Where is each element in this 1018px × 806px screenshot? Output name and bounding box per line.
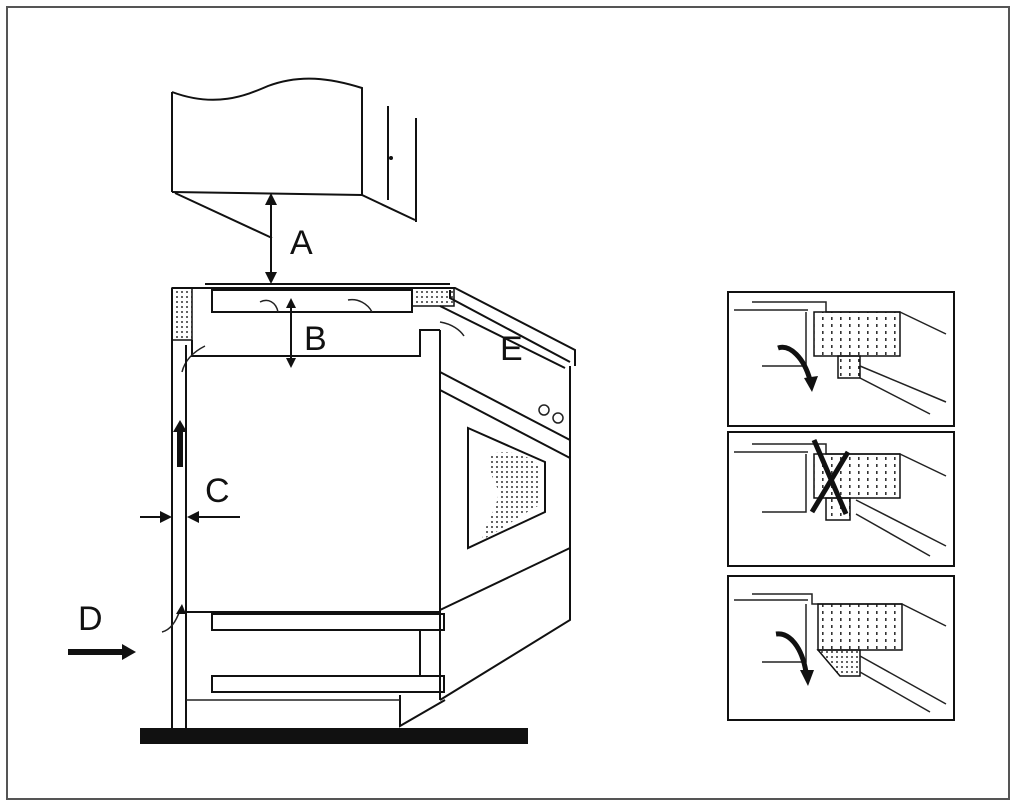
clearance-a-arrow	[265, 193, 277, 284]
label-b: B	[304, 320, 327, 358]
vent-blocked-icon	[727, 431, 955, 567]
cabinet-wall	[171, 288, 440, 728]
label-c: C	[205, 472, 230, 510]
vent-correct-icon	[727, 291, 955, 427]
airflow-d-arrow	[68, 604, 186, 660]
clearance-b-arrow	[286, 298, 296, 368]
clearance-c-arrow	[140, 511, 240, 523]
label-a: A	[290, 224, 313, 262]
plinth	[186, 613, 445, 701]
vent-correct-alt-icon	[727, 575, 955, 721]
label-d: D	[78, 600, 103, 638]
range-hood	[171, 77, 417, 239]
floor	[140, 728, 528, 744]
hob-recess	[181, 289, 465, 373]
cooker	[399, 330, 571, 728]
label-e: E	[500, 330, 523, 368]
worktop	[171, 283, 576, 369]
